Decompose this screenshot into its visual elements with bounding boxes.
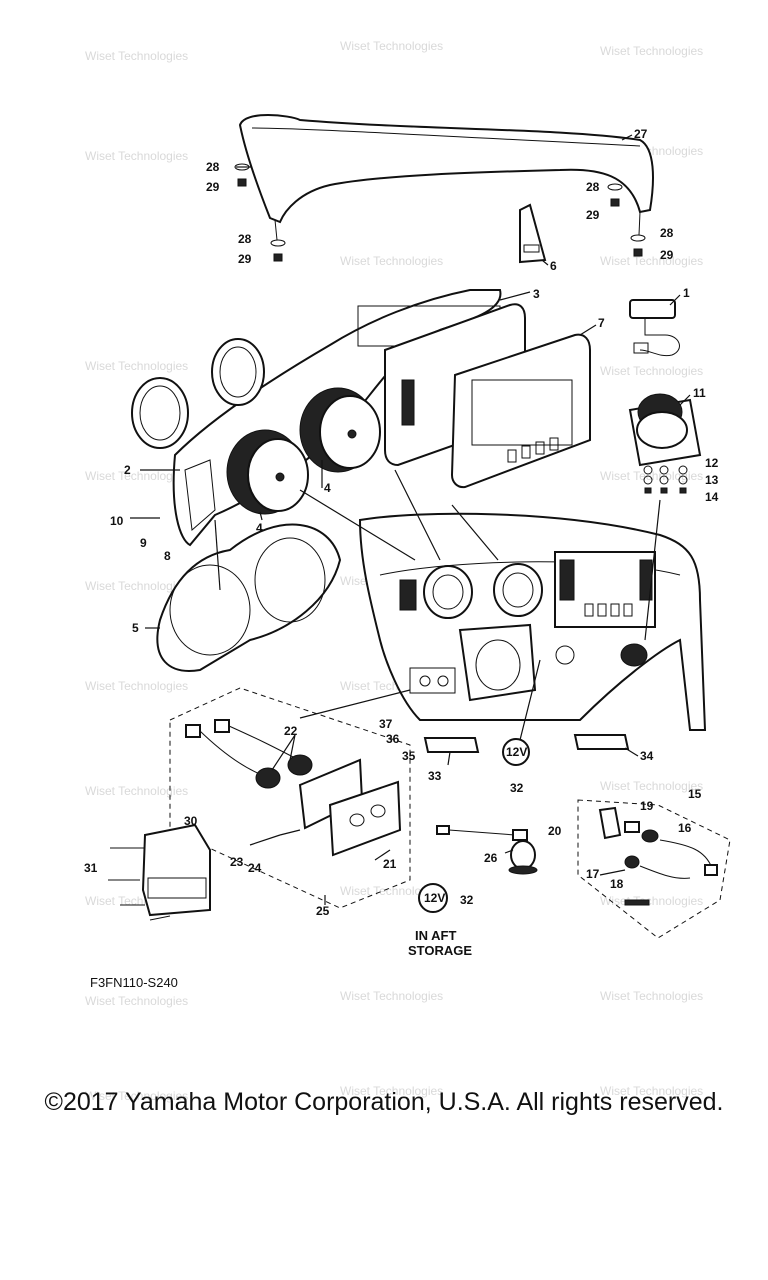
group-box-left	[169, 687, 411, 909]
copyright-notice: ©2017 Yamaha Motor Corporation, U.S.A. A…	[44, 1088, 724, 1116]
gauge-rings	[131, 338, 265, 449]
watermark: Wiset Technologies	[340, 884, 443, 898]
watermark: Wiset Technologies	[600, 364, 703, 378]
callout-3: 3	[533, 287, 540, 301]
callout-25: 25	[316, 904, 330, 918]
callout-2: 2	[124, 463, 131, 477]
callout-37: 37	[379, 717, 393, 731]
watermark: Wiset Technologies	[340, 39, 443, 53]
watermark: Wiset Technologies	[85, 784, 188, 798]
callout-28: 28	[586, 180, 600, 194]
callout-8: 8	[164, 549, 171, 563]
callout-20: 20	[548, 824, 562, 838]
bracket-part	[519, 203, 547, 264]
display-screen	[450, 333, 591, 489]
gauges	[226, 387, 381, 515]
callout-22: 22	[284, 724, 298, 738]
callout-4: 4	[256, 521, 263, 535]
callout-28: 28	[238, 232, 252, 246]
watermark: Wiset Technologies	[600, 894, 703, 908]
dashboard-assembly	[358, 512, 707, 731]
callout-9: 9	[140, 536, 147, 550]
callout-4: 4	[324, 481, 331, 495]
watermark: Wiset Technologies	[340, 254, 443, 268]
watermark: Wiset Technologies	[600, 779, 703, 793]
callout-33: 33	[428, 769, 442, 783]
watermark: Wiset Technologies	[600, 44, 703, 58]
power-socket: 12V 12V	[418, 738, 530, 913]
joystick-hardware	[643, 465, 688, 494]
callout-13: 13	[705, 473, 719, 487]
watermark: Wiset Technologies	[85, 579, 188, 593]
callout-11: 11	[693, 386, 706, 400]
callout-10: 10	[110, 514, 124, 528]
callout-5: 5	[132, 621, 139, 635]
callout-32: 32	[460, 893, 474, 907]
watermark: Wiset Technologies	[85, 1089, 188, 1103]
side-trim-right	[573, 734, 630, 750]
callout-15: 15	[688, 787, 702, 801]
watermark: Wiset Technologies	[600, 989, 703, 1003]
leader-lines	[130, 134, 691, 905]
callout-32: 32	[510, 781, 524, 795]
callout-29: 29	[238, 252, 252, 266]
callout-31: 31	[84, 861, 98, 875]
callout-17: 17	[586, 867, 600, 881]
callout-34: 34	[640, 749, 654, 763]
callout-12: 12	[705, 456, 719, 470]
watermark: Wiset Technologies	[85, 49, 188, 63]
callout-21: 21	[383, 857, 397, 871]
callout-30: 30	[184, 814, 198, 828]
callout-23: 23	[230, 855, 244, 869]
joystick-part	[628, 393, 702, 467]
callout-14: 14	[705, 490, 719, 504]
watermark: Wiset Technologies	[600, 1084, 703, 1098]
callout-7: 7	[598, 316, 605, 330]
callout-35: 35	[402, 749, 416, 763]
watermark: Wiset Technologies	[85, 679, 188, 693]
switch-cables	[185, 719, 402, 857]
callout-27: 27	[634, 127, 648, 141]
watermark: Wiset Technologies	[600, 469, 703, 483]
fuse-block	[108, 823, 211, 921]
watermark: Wiset Technologies	[85, 149, 188, 163]
visor	[238, 114, 654, 224]
watermarks: Wiset Technologies Wiset Technologies Wi…	[85, 39, 703, 1103]
callout-29: 29	[586, 208, 600, 222]
watermark: Wiset Technologies	[600, 254, 703, 268]
bezel-trim	[156, 523, 342, 672]
callouts: 1 2 3 4 4 5 6 7 8 9 10 11 12 13 14 15 16…	[84, 127, 719, 918]
watermark: Wiset Technologies	[340, 989, 443, 1003]
diagram-code: F3FN110-S240	[90, 975, 178, 990]
watermark: Wiset Technologies	[85, 994, 188, 1008]
callout-36: 36	[386, 732, 400, 746]
module-part	[629, 299, 680, 357]
callout-18: 18	[610, 877, 624, 891]
watermark: Wiset Technologies	[340, 1084, 443, 1098]
callout-24: 24	[248, 861, 262, 875]
watermark: Wiset Technologies	[85, 359, 188, 373]
callout-29: 29	[660, 248, 674, 262]
side-trim-left	[423, 737, 480, 753]
storage-label-line2: STORAGE	[408, 943, 472, 958]
callout-16: 16	[678, 821, 692, 835]
callout-19: 19	[640, 799, 654, 813]
callout-28: 28	[206, 160, 220, 174]
sensor-part	[436, 825, 538, 875]
callout-1: 1	[683, 286, 690, 300]
badge-12v: 12V	[506, 745, 527, 759]
badge-12v: 12V	[424, 891, 445, 905]
switch-harness	[598, 806, 718, 906]
storage-label-line1: IN AFT	[415, 928, 456, 943]
callout-26: 26	[484, 851, 498, 865]
callout-6: 6	[550, 259, 557, 273]
callout-29: 29	[206, 180, 220, 194]
watermark: Wiset Technologies	[85, 469, 188, 483]
callout-28: 28	[660, 226, 674, 240]
